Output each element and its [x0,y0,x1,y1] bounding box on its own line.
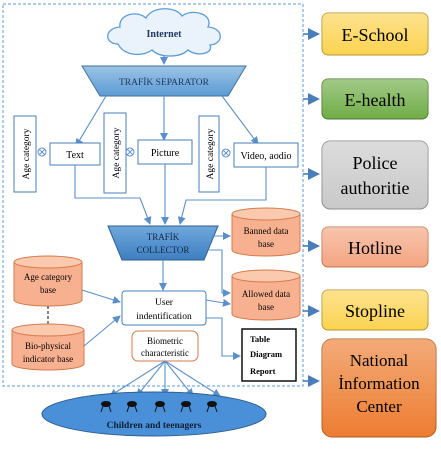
output-police-label-1: Police [353,153,398,173]
system-boundary [2,3,304,387]
arrow-to-video [221,95,259,145]
allowed-db-label-2: base [258,302,274,312]
connector-symbol-2 [125,147,135,157]
age-category-label: Age category [112,127,122,178]
flow-user-allowed [205,298,231,307]
output-hotline: Hotline [321,226,429,268]
age-db-label-2: base [40,285,56,295]
output-eschool-label: E-School [342,25,409,45]
age-category-box-1: Age category [13,115,37,193]
picture-box-label: Picture [151,148,180,159]
text-box: Text [49,142,101,166]
output-stopline: Stopline [321,289,429,331]
flow-video-collector [177,167,267,225]
flow-user-report [206,317,241,360]
output-eschool: E-School [321,12,429,56]
age-category-box-2: Age category [103,112,127,194]
children-label: Children and teenagers [107,421,202,431]
flow-agebase-user [81,289,121,304]
bio-db-label-2: indicator base [23,354,73,364]
report-box: Table Diagram Report [241,328,297,382]
user-id-label-1: User [155,298,174,308]
person-icon [154,401,166,413]
age-category-label: Age category [206,128,216,179]
person-icon [180,401,192,413]
connector-symbol-3 [221,148,231,158]
collector-label-2: COLLECTOR [137,245,190,255]
output-national-label-1: National [350,351,409,370]
biometric-label-2: characteristic [141,348,189,358]
separator-label: TRAFİK SEPARATOR [119,76,210,88]
biometric-to-children-arrows [109,360,221,397]
person-icon [206,401,218,413]
banned-db-label-1: Banned data [244,226,289,236]
age-category-box-3: Age category [198,115,220,193]
picture-box: Picture [137,139,193,165]
banned-db-label-2: base [258,239,274,249]
internet-cloud: Internet [107,8,221,57]
output-hotline-label: Hotline [348,238,402,258]
flow-collector-allowed [208,249,231,297]
report-label-3: Report [250,366,276,376]
biometric-label-1: Biometric [147,336,183,346]
bio-physical-database: Bio-physical indicator base [11,323,85,371]
allowed-db-label-1: Allowed data [242,289,290,299]
video-box: Video, aodio [233,142,299,168]
video-box-label: Video, aodio [240,151,291,162]
output-national-label-3: Center [356,397,402,416]
connector-symbol-1 [37,147,47,157]
flow-text-collector [74,165,152,225]
traffic-separator: TRAFİK SEPARATOR [81,65,247,97]
output-national-label-2: İnformation [338,374,420,393]
output-police-label-2: authoritie [341,178,410,198]
age-category-label: Age category [22,128,32,179]
biometric-box: Biometric characteristic [131,330,199,362]
output-police: Police authoritie [321,140,429,210]
text-box-label: Text [66,150,84,161]
age-category-database: Age category base [13,255,83,307]
output-ehealth: E-health [321,78,429,120]
output-ehealth-label: E-health [345,90,406,110]
output-stopline-label: Stopline [345,301,405,321]
report-label-1: Table [250,334,270,344]
report-label-2: Diagram [250,349,282,359]
age-db-label-1: Age category [24,272,73,282]
internet-label: Internet [147,29,183,40]
flow-biobase-user [83,315,121,347]
person-icons [100,401,218,413]
bio-db-label-1: Bio-physical [25,341,71,351]
banned-database: Banned data base [231,207,301,257]
traffic-collector: TRAFİK COLLECTOR [107,225,219,261]
output-national-center: National İnformation Center [321,338,437,438]
arrow-to-text [75,95,107,147]
children-group: Children and teenagers [41,391,267,437]
collector-label-1: TRAFİK [147,232,180,242]
user-identification-box: User indentification [121,290,207,326]
person-icon [126,401,138,413]
user-id-label-2: indentification [136,311,192,322]
output-arrows [303,28,320,387]
allowed-database: Allowed data base [231,269,301,321]
person-icon [100,401,112,413]
